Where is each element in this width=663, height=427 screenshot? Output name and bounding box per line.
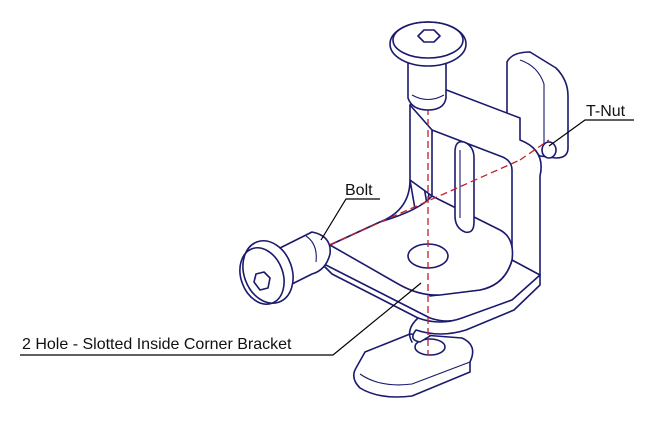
bottom-tnut — [352, 333, 474, 398]
bolt-label: Bolt — [345, 182, 373, 199]
horizontal-bolt — [239, 231, 331, 305]
tnut-leader — [548, 119, 634, 147]
bracket-leader — [20, 282, 422, 356]
top-bolt — [389, 21, 467, 111]
bracket-label: 2 Hole - Slotted Inside Corner Bracket — [22, 336, 292, 353]
corner-bracket — [299, 85, 550, 355]
tnut-label: T-Nut — [586, 103, 626, 120]
bolt-leader — [320, 198, 380, 241]
